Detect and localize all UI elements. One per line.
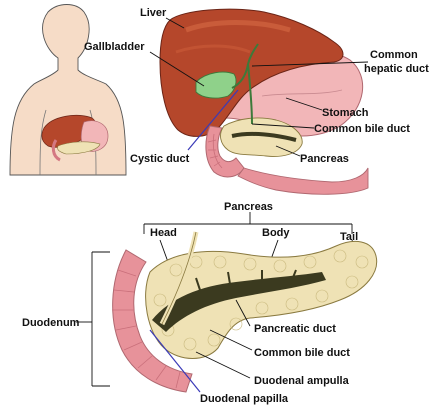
label-common-bile-duct-bottom: Common bile duct [254,347,350,359]
label-duodenal-papilla: Duodenal papilla [200,393,289,405]
lower-illustration [112,232,377,392]
label-pancreas-top: Pancreas [300,153,349,165]
label-body: Body [262,227,290,239]
label-common-hepatic-duct-line1: Common [370,49,418,61]
label-gallbladder: Gallbladder [84,41,145,53]
label-common-hepatic-duct-line2: hepatic duct [364,63,429,75]
label-cystic-duct: Cystic duct [130,153,190,165]
label-pancreatic-duct: Pancreatic duct [254,323,336,335]
label-common-bile-duct-top: Common bile duct [314,123,410,135]
label-head: Head [150,227,177,239]
label-duodenum: Duodenum [22,317,80,329]
label-stomach: Stomach [322,107,369,119]
upper-abdominal-organs [160,9,368,194]
human-figure [10,5,126,176]
label-liver: Liver [140,7,167,19]
label-pancreas-bracket: Pancreas [224,201,273,213]
label-duodenal-ampulla: Duodenal ampulla [254,375,350,387]
duodenum-bracket [76,252,110,386]
label-tail: Tail [340,231,358,243]
